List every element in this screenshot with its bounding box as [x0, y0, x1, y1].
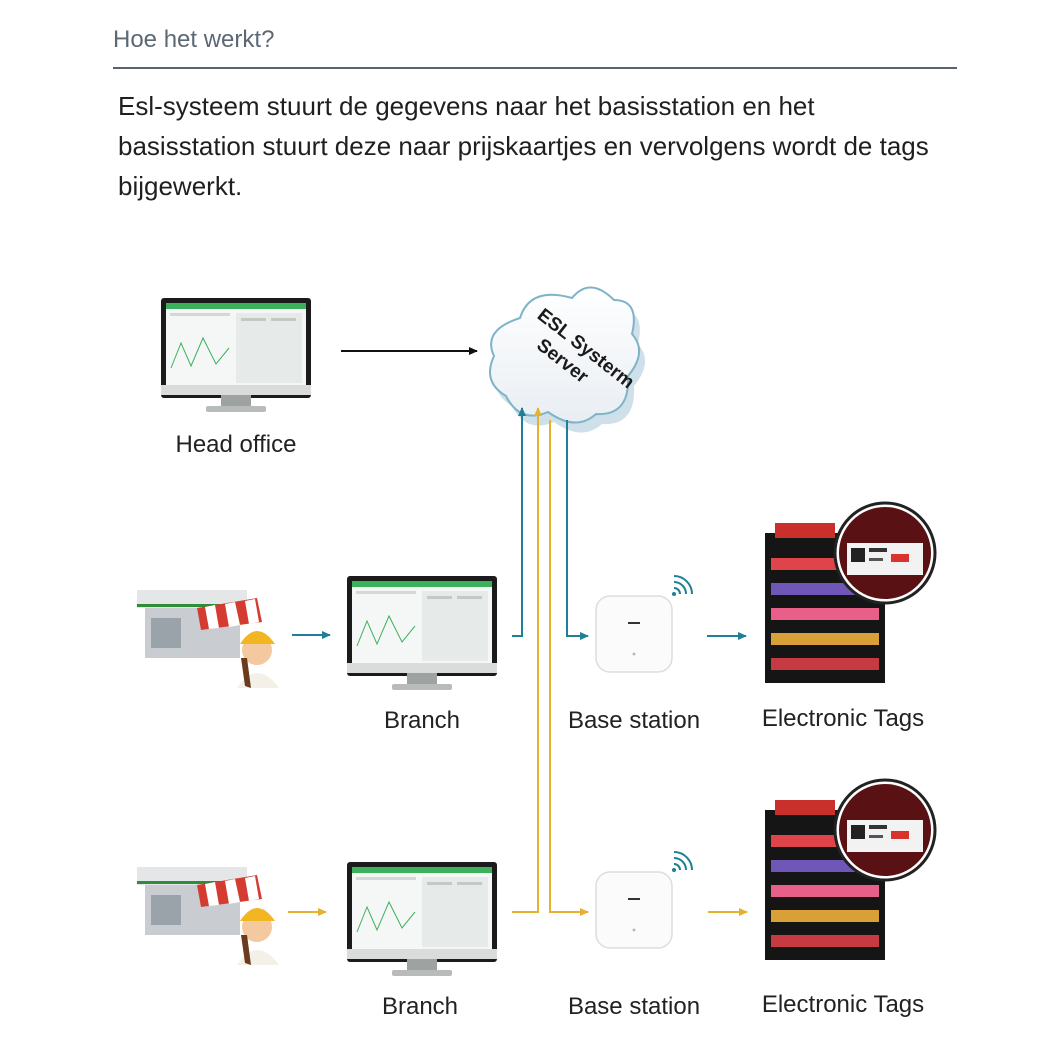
section-description: Esl-systeem stuurt de gegevens naar het … — [118, 91, 929, 201]
branch-label: Branch — [382, 993, 458, 1020]
base-station-label: Base station — [568, 707, 700, 734]
head-office-label: Head office — [176, 431, 297, 458]
electronic-tags-label: Electronic Tags — [762, 991, 924, 1018]
branch-to-server-arrow — [512, 407, 542, 913]
section-heading: Hoe het werkt? — [113, 26, 275, 53]
cloud-server-icon: ESL Systerm Server — [489, 286, 646, 433]
base-station-icon — [595, 851, 693, 949]
branch-to-server-arrow — [512, 407, 526, 637]
store-with-clerk-icon — [137, 867, 279, 965]
branch-monitor-icon — [346, 575, 498, 691]
branch-monitor-icon — [346, 861, 498, 977]
base-station-label: Base station — [568, 993, 700, 1020]
head-office-monitor-icon — [160, 297, 312, 413]
branch-label: Branch — [384, 707, 460, 734]
store-with-clerk-icon — [137, 590, 279, 688]
server-to-base-station-arrow — [566, 420, 589, 640]
heading-divider — [113, 67, 957, 69]
base-station-icon — [595, 575, 693, 673]
server-to-base-station-arrow — [549, 420, 589, 916]
electronic-tags-shelf-icon — [763, 778, 937, 962]
electronic-tags-shelf-icon — [763, 501, 937, 685]
electronic-tags-label: Electronic Tags — [762, 705, 924, 732]
